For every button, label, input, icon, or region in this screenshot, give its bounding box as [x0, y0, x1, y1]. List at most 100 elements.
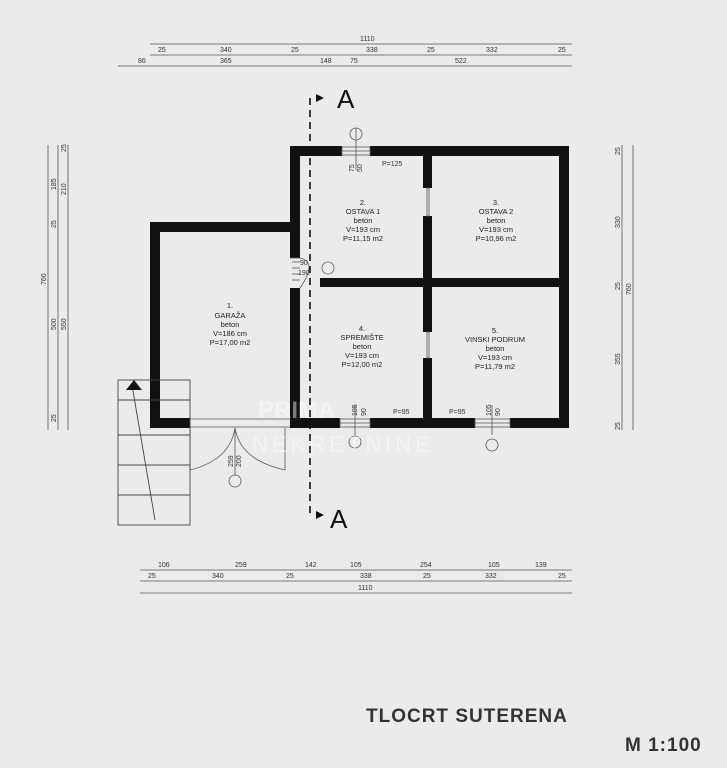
room-height: V=186 cm — [213, 329, 247, 338]
room-floor: beton — [486, 344, 505, 353]
room-height: V=193 cm — [479, 225, 513, 234]
dim-label: 50 — [357, 164, 364, 172]
dim-label: P=95 — [449, 409, 466, 416]
dim-left: 760 25 500 25 25 185 210 550 — [41, 144, 68, 422]
section-arrow-bottom-icon — [316, 511, 324, 519]
room-area: P=17,00 m2 — [210, 338, 251, 347]
dim-label: 340 — [220, 47, 232, 54]
room-1-garage: 1. GARAŽA beton V=186 cm P=17,00 m2 — [210, 301, 251, 347]
room-5-vinski-podrum: 5. VINSKI PODRUM beton V=193 cm P=11,79 … — [465, 326, 525, 371]
dim-label: 90 — [361, 408, 368, 416]
dim-label: 355 — [615, 353, 622, 365]
dim-label: 105 — [352, 404, 359, 416]
dim-label: 75 — [350, 58, 358, 65]
dim-label: 105 — [488, 562, 500, 569]
room-area: P=11,15 m2 — [343, 234, 383, 243]
room-height: V=193 cm — [345, 351, 379, 360]
room-2-ostava-1: 2. OSTAVA 1 beton V=193 cm P=11,15 m2 — [343, 198, 383, 243]
dim-top-row3: 86 365 148 75 522 — [138, 58, 467, 65]
room-height: V=193 cm — [346, 225, 380, 234]
dim-label: 259 — [228, 455, 235, 467]
watermark: PRIMA NEKRETNINE — [252, 397, 434, 457]
dim-label: 190 — [298, 270, 310, 277]
dim-label: 148 — [320, 58, 332, 65]
room-number: 4. — [359, 324, 365, 333]
room-number: 3. — [493, 198, 499, 207]
plan-title: TLOCRT SUTERENA — [366, 706, 568, 727]
dim-label: 139 — [535, 562, 547, 569]
room-3-ostava-2: 3. OSTAVA 2 beton V=193 cm P=10,96 m2 — [476, 198, 517, 243]
room-number: 2. — [360, 198, 366, 207]
dim-label: 25 — [615, 282, 622, 290]
dim-bottom-total: 1110 — [358, 585, 373, 592]
dim-label: P=95 — [393, 409, 410, 416]
room-number: 5. — [492, 326, 498, 335]
dim-label: 25 — [558, 47, 566, 54]
room-name: VINSKI PODRUM — [465, 335, 525, 344]
dimension-lines — [47, 43, 634, 594]
dim-label: 25 — [286, 573, 294, 580]
dim-label: 340 — [212, 573, 224, 580]
room-floor: beton — [221, 320, 240, 329]
room-4-spremiste: 4. SPREMIŠTE beton V=193 cm P=12,00 m2 — [340, 324, 383, 369]
room-name: SPREMIŠTE — [340, 333, 383, 342]
dim-label: 105 — [486, 404, 493, 416]
dim-label: 86 — [138, 58, 146, 65]
dim-label: 338 — [360, 573, 372, 580]
room-area: P=10,96 m2 — [476, 234, 517, 243]
openings — [189, 127, 511, 488]
dim-label: 25 — [291, 47, 299, 54]
dim-label: 25 — [61, 144, 68, 152]
dim-label: 25 — [51, 414, 58, 422]
dim-bottom-row2: 25 340 25 338 25 332 25 — [148, 573, 566, 580]
dim-label: 365 — [220, 58, 232, 65]
room-floor: beton — [354, 216, 373, 225]
watermark-line-1: PRIMA — [258, 397, 335, 424]
dim-label: 185 — [51, 178, 58, 190]
dim-label: 259 — [235, 562, 247, 569]
dim-label: 25 — [158, 47, 166, 54]
dim-label: 332 — [486, 47, 498, 54]
dim-label: 75 — [349, 164, 356, 172]
dim-label: 25 — [558, 573, 566, 580]
dim-label: 330 — [615, 216, 622, 228]
dim-bottom-row1: 106 259 142 105 254 105 139 — [158, 562, 547, 569]
dim-label: 25 — [51, 220, 58, 228]
dim-label: 25 — [423, 573, 431, 580]
room-name: GARAŽA — [215, 311, 246, 320]
dim-label: 90 — [495, 408, 502, 416]
dim-label: 338 — [366, 47, 378, 54]
dim-label: 106 — [158, 562, 170, 569]
dim-label: 25 — [615, 422, 622, 430]
dim-label: 200 — [236, 455, 243, 467]
dim-label: 332 — [485, 573, 497, 580]
walls — [150, 146, 569, 428]
exterior-stairs — [117, 379, 191, 526]
dim-top-total: 1110 — [360, 36, 375, 43]
room-name: OSTAVA 1 — [346, 207, 381, 216]
stair-direction-arrow-icon — [126, 380, 142, 390]
dim-label: 105 — [350, 562, 362, 569]
watermark-line-2: NEKRETNINE — [252, 432, 434, 457]
room-name: OSTAVA 2 — [479, 207, 514, 216]
opening-labels: 75 50 P=125 90 190 259 200 105 90 P=95 P… — [228, 161, 502, 467]
dim-right: 25 330 25 355 25 760 — [615, 147, 633, 430]
dim-label: 90 — [300, 260, 308, 267]
dim-top-row2: 25 340 25 338 25 332 25 — [158, 47, 566, 54]
room-number: 1. — [227, 301, 233, 310]
dim-label: 760 — [626, 283, 633, 295]
room-height: V=193 cm — [478, 353, 512, 362]
dim-label: 760 — [41, 273, 48, 285]
room-area: P=12,00 m2 — [342, 360, 383, 369]
room-area: P=11,79 m2 — [475, 362, 515, 371]
dim-label: 210 — [61, 183, 68, 195]
dim-label: 550 — [61, 318, 68, 330]
dim-label: 142 — [305, 562, 317, 569]
section-arrow-top-icon — [316, 94, 324, 102]
plan-scale: M 1:100 — [625, 735, 702, 756]
dim-label: 500 — [51, 318, 58, 330]
dim-label: 522 — [455, 58, 467, 65]
section-label-bottom: A — [330, 504, 348, 534]
